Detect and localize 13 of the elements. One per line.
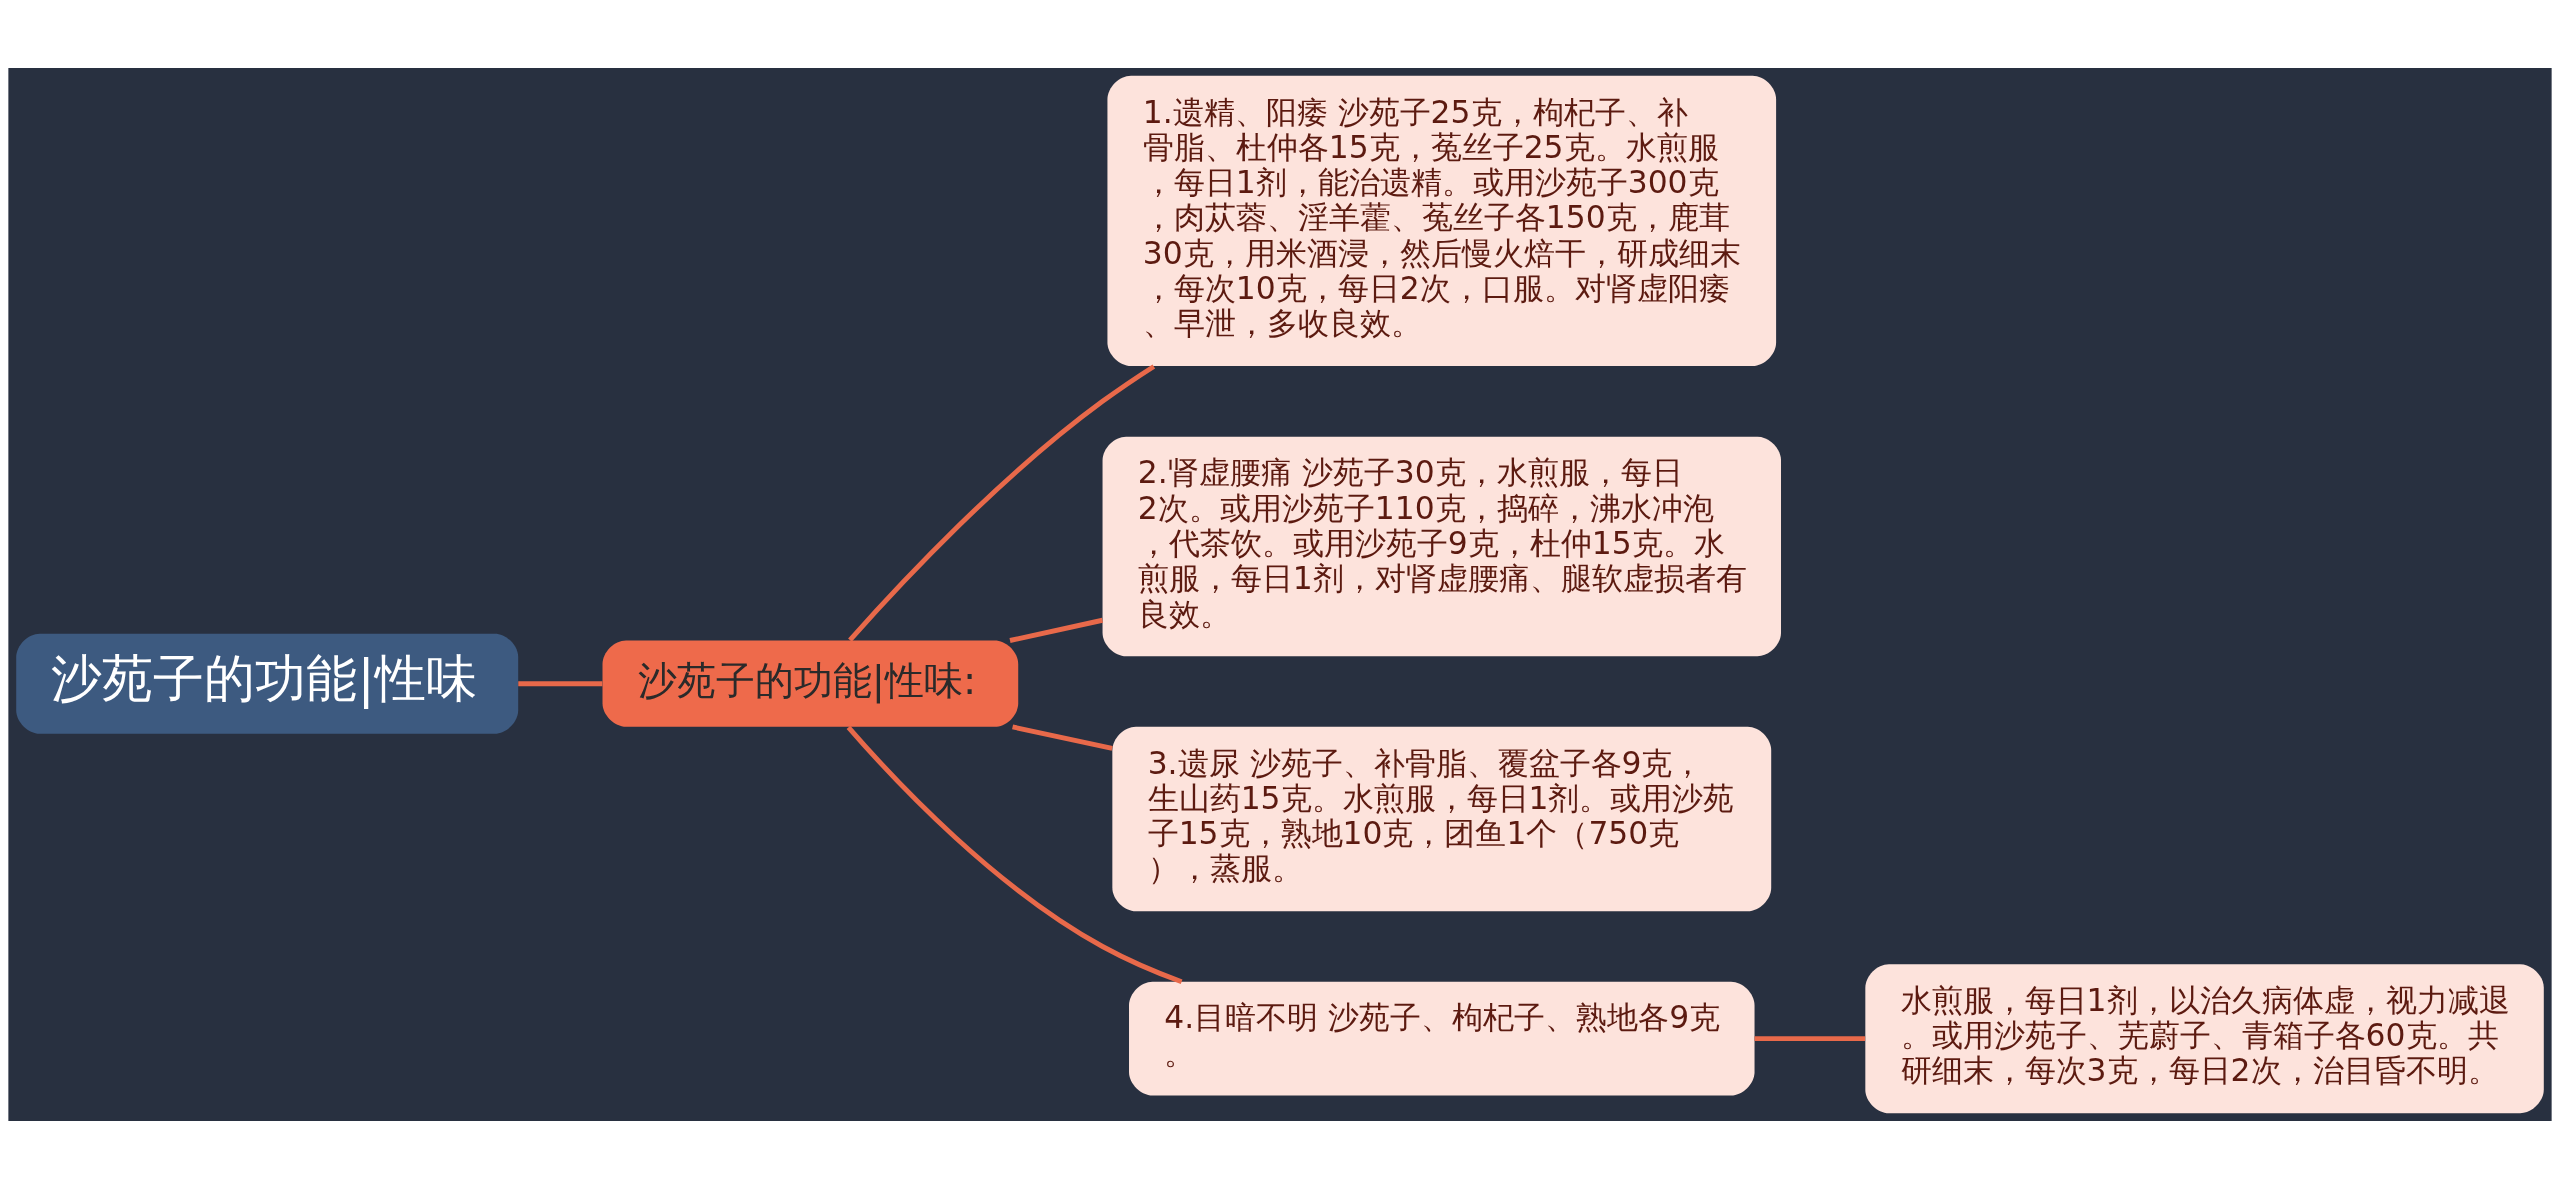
connector [1009,617,1103,643]
node-box: 沙苑子的功能|性味: [602,640,1019,727]
node-box: 水煎服，每日1剂，以治久病体虚，视力减退。或用沙苑子、芜蔚子、青箱子各60克。共研细末，每次3克，每日2次，治目昏不明。 [1865,964,2544,1114]
connector [848,364,1156,642]
connector [518,681,603,687]
node-box: 2.肾虚腰痛 沙苑子30克，水煎服，每日2次。或用沙苑子110克，捣碎，沸水冲泡，代茶饮。或用沙苑子9克，杜仲15克。水煎服，每日1剂，对肾虚腰痛、腿软虚损者有良效。 [1102,436,1781,657]
node-box: 1.遗精、阳痿 沙苑子25克，枸杞子、补骨脂、杜仲各15克，菟丝子25克。水煎服，每日1剂，能治遗精。或用沙苑子300克，肉苁蓉、淫羊藿、菟丝子各150克，鹿茸30克，用米酒浸，然后慢火焙干，研成细末，每次10克，每日2次，口服。对肾虚阳痿、早泄，多收良效。 [1107,75,1777,367]
node-box: 3.遗尿 沙苑子、补骨脂、覆盆子各9克，生山药15克。水煎服，每日1剂。或用沙苑子15克，熟地10克，团鱼1个（750克），蒸服。 [1112,726,1772,912]
connector [1012,724,1113,751]
node-box: 4.目暗不明 沙苑子、枸杞子、熟地各9克。 [1129,981,1755,1096]
connector [1754,1036,1866,1042]
node-box: 沙苑子的功能|性味 [16,633,519,734]
connector [846,725,1183,985]
